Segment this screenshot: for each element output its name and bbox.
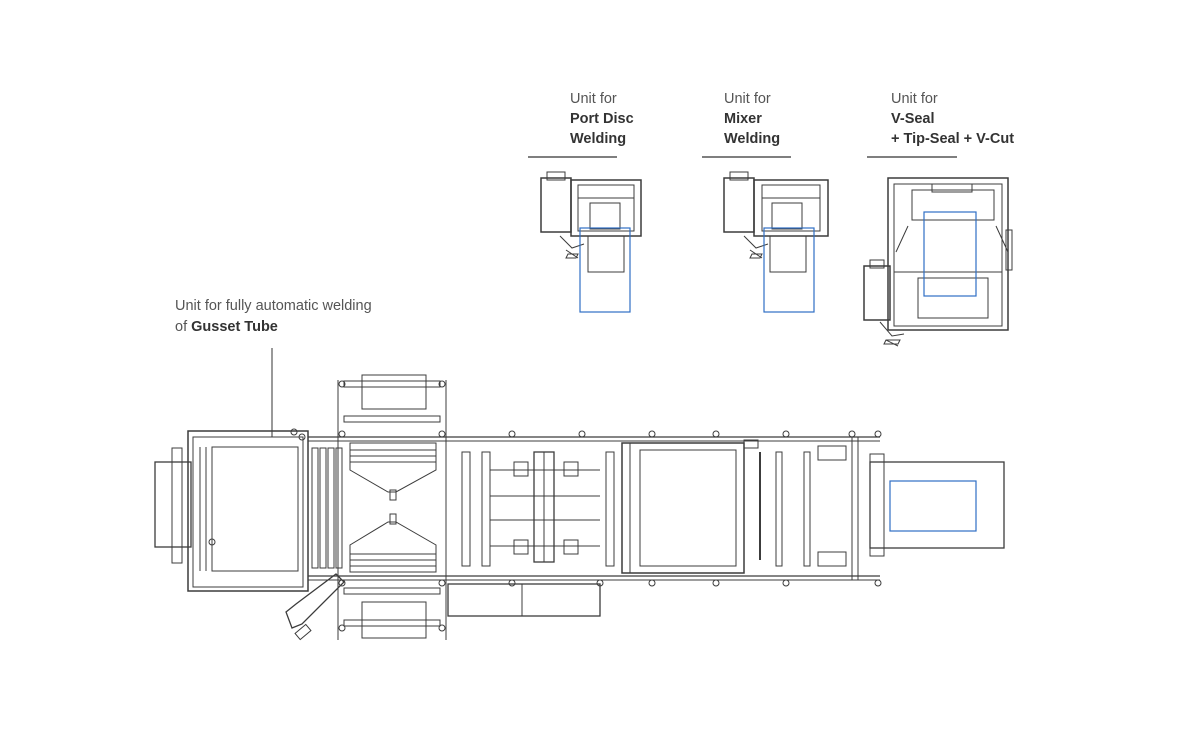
roller-set bbox=[311, 447, 343, 569]
main-line-drawing bbox=[154, 374, 1005, 641]
vseal-blue-frame bbox=[923, 211, 977, 297]
mixer-blue-frame bbox=[763, 227, 815, 313]
gusset-unit-label: Unit for fully automatic welding of Guss… bbox=[175, 298, 372, 335]
mixer-unit-drawing bbox=[723, 171, 829, 313]
port-disc-unit-drawing bbox=[540, 171, 642, 313]
vseal-unit-label: Unit for V-Seal + Tip-Seal + V-Cut bbox=[891, 91, 1015, 147]
frame-bolts bbox=[338, 380, 882, 632]
port-disc-blue-frame bbox=[579, 227, 631, 313]
outfeed-blue-frame bbox=[889, 480, 977, 532]
vseal-unit-drawing bbox=[863, 177, 1013, 347]
port-disc-unit-label: Unit for Port Disc Welding bbox=[570, 91, 634, 147]
mixer-unit-label: Unit for Mixer Welding bbox=[724, 91, 781, 147]
